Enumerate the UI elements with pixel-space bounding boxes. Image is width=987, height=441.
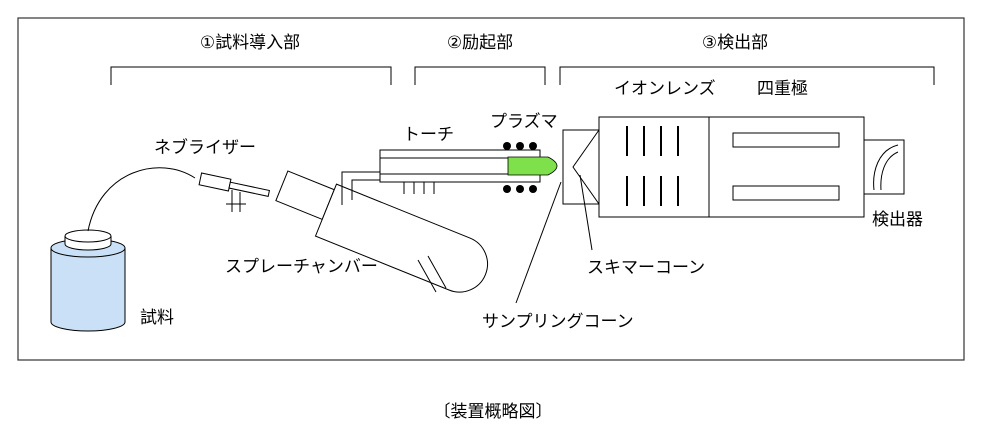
rf-coil — [503, 142, 537, 193]
sample-capillary — [87, 167, 196, 232]
section-excitation-label: ②励起部 — [447, 33, 513, 53]
ion-lens-plates — [626, 126, 679, 206]
section-detection-bracket — [559, 66, 935, 85]
nebulizer-label: ネブライザー — [154, 137, 256, 158]
spray-chamber-label: スプレーチャンバー — [225, 257, 378, 277]
section-intro-label: ①試料導入部 — [200, 33, 300, 53]
sample-bottle — [50, 229, 126, 332]
detector — [863, 139, 905, 195]
sampling-cone-label: サンプリングコーン — [482, 312, 634, 332]
torch — [379, 149, 541, 194]
spray-chamber — [275, 170, 488, 293]
chamber-torch-connector — [341, 171, 380, 205]
nebulizer-gas-inlet — [226, 190, 246, 212]
skimmer-cone-leader — [579, 174, 593, 251]
quadrupole-rod-lower — [732, 185, 840, 201]
detector-label: 検出器 — [872, 210, 923, 230]
section-detection-label: ③検出部 — [702, 33, 768, 53]
nebulizer — [198, 172, 271, 197]
figure-frame — [17, 17, 965, 361]
quadrupole-label: 四重極 — [757, 79, 808, 99]
section-intro-bracket — [110, 66, 392, 85]
ion-lens-housing — [598, 116, 710, 218]
plasma — [507, 156, 558, 176]
quadrupole-housing — [708, 116, 865, 218]
quadrupole-rod-upper — [732, 132, 840, 148]
section-excitation-bracket — [414, 66, 546, 85]
sample-label: 試料 — [140, 308, 174, 328]
ion-lens-label: イオンレンズ — [614, 79, 716, 99]
figure-caption: 〔装置概略図〕 — [434, 402, 553, 422]
plasma-label: プラズマ — [490, 112, 558, 132]
spray-chamber-drain — [417, 255, 447, 293]
torch-label: トーチ — [403, 125, 454, 145]
skimmer-cone-label: スキマーコーン — [587, 258, 705, 278]
sampling-cone-leader — [515, 181, 562, 304]
interface-cones — [562, 129, 600, 205]
